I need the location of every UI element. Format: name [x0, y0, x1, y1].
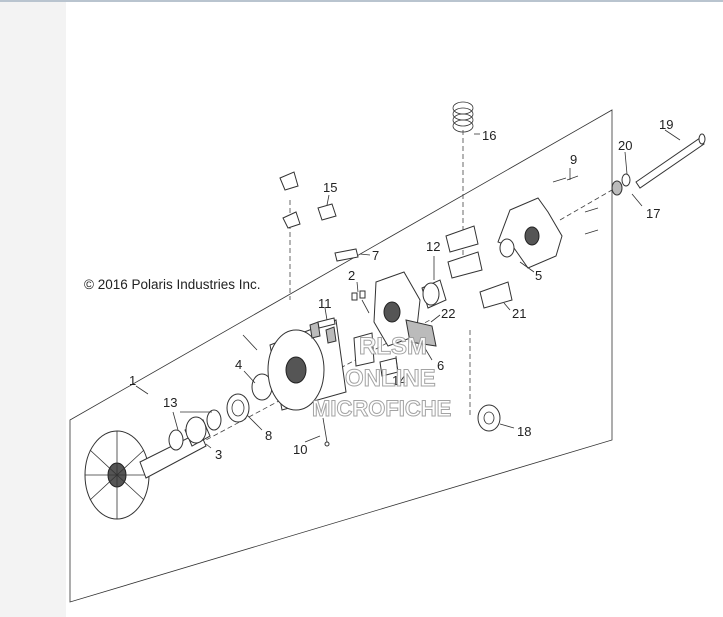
roller-21	[479, 281, 513, 309]
watermark: RLSM ONLINE MICROFICHE	[312, 333, 452, 422]
callout-13: 13	[163, 395, 177, 410]
bearing-8	[226, 393, 250, 423]
callout-2: 2	[348, 268, 355, 283]
watermark-line-3: MICROFICHE	[312, 396, 451, 421]
bushing-3	[184, 416, 211, 447]
callout-14: 14	[392, 373, 406, 388]
assembly-outline	[69, 109, 613, 603]
top-border	[0, 0, 723, 2]
callout-12: 12	[426, 239, 440, 254]
callout-22: 22	[441, 306, 455, 321]
washer-20	[621, 173, 631, 187]
nut-17	[611, 180, 623, 196]
spring-16	[452, 101, 474, 133]
copyright-text: © 2016 Polaris Industries Inc.	[84, 277, 261, 292]
weights-14	[353, 332, 399, 377]
rollers	[445, 225, 483, 279]
drive-sheave	[84, 430, 207, 520]
callout-7: 7	[372, 248, 379, 263]
pin-7	[334, 248, 359, 262]
screws-9	[552, 175, 599, 235]
watermark-line-1: RLSM	[359, 333, 427, 360]
callout-19: 19	[659, 117, 673, 132]
bushing-12	[421, 279, 447, 309]
spring-11	[317, 317, 336, 329]
pin-10	[322, 417, 330, 447]
callout-3: 3	[215, 447, 222, 462]
callout-8: 8	[265, 428, 272, 443]
watermark-line-2: ONLINE	[345, 365, 436, 392]
leader-lines	[135, 129, 681, 449]
rings-13	[168, 409, 222, 451]
moveable-sheave	[267, 319, 347, 411]
callout-1: 1	[129, 373, 136, 388]
callout-9: 9	[570, 152, 577, 167]
callout-6: 6	[437, 358, 444, 373]
axis-line-19	[559, 189, 613, 221]
callout-4: 4	[235, 357, 242, 372]
callout-5: 5	[535, 268, 542, 283]
clips-15	[279, 171, 337, 229]
callout-11: 11	[318, 296, 332, 311]
bolt-19	[635, 133, 706, 189]
callout-10: 10	[293, 442, 307, 457]
bolts-2	[351, 290, 370, 314]
callout-15: 15	[323, 180, 337, 195]
callout-16: 16	[482, 128, 496, 143]
callout-18: 18	[517, 424, 531, 439]
spider-22	[373, 271, 437, 347]
callout-21: 21	[512, 306, 526, 321]
left-margin	[0, 2, 66, 617]
callout-20: 20	[618, 138, 632, 153]
washer-18	[477, 404, 501, 432]
dowel-pin	[242, 334, 258, 351]
spider-plate-5	[497, 197, 563, 269]
callout-17: 17	[646, 206, 660, 221]
